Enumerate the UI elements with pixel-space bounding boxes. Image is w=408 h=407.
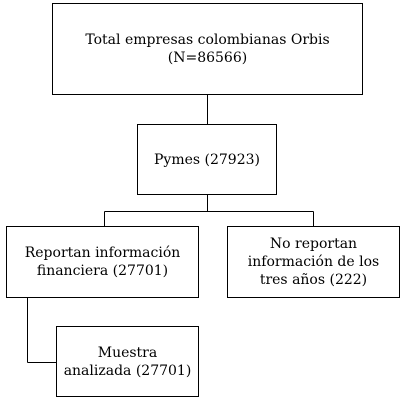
node-total-empresas-label: Total empresas colombianas Orbis (N=8656… bbox=[85, 32, 330, 66]
node-no-reportan-label: No reportan información de los tres años… bbox=[247, 236, 380, 288]
node-reportan-informacion: Reportan información financiera (27701) bbox=[6, 226, 199, 298]
node-reportan-informacion-label: Reportan información financiera (27701) bbox=[24, 245, 181, 279]
node-pymes-label: Pymes (27923) bbox=[154, 151, 260, 168]
node-total-empresas: Total empresas colombianas Orbis (N=8656… bbox=[52, 3, 363, 95]
node-pymes: Pymes (27923) bbox=[137, 124, 277, 195]
node-muestra-analizada-label: Muestra analizada (27701) bbox=[63, 344, 192, 379]
node-no-reportan: No reportan información de los tres años… bbox=[227, 226, 400, 298]
node-muestra-analizada: Muestra analizada (27701) bbox=[56, 326, 199, 397]
